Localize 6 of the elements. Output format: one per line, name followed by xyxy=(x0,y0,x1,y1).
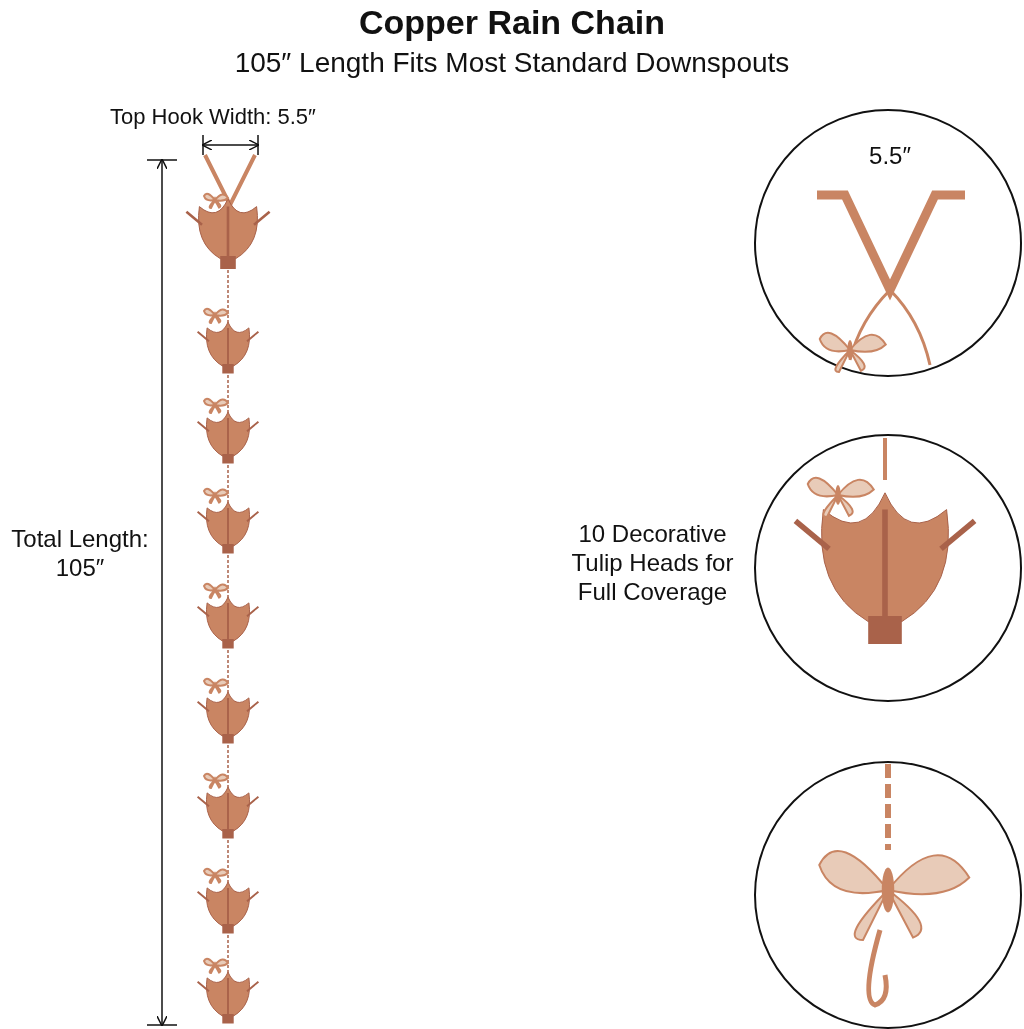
dimension-label: 5.5″ xyxy=(868,142,912,171)
title: Copper Rain Chain xyxy=(358,2,666,43)
dimension-label: Top Hook Width: 5.5″ xyxy=(110,104,316,131)
dimension-label: Total Length: 105″ xyxy=(10,525,150,583)
subtitle: 105″ Length Fits Most Standard Downspouts xyxy=(233,46,791,80)
feature-note: 10 Decorative Tulip Heads for Full Coverage xyxy=(570,520,735,607)
